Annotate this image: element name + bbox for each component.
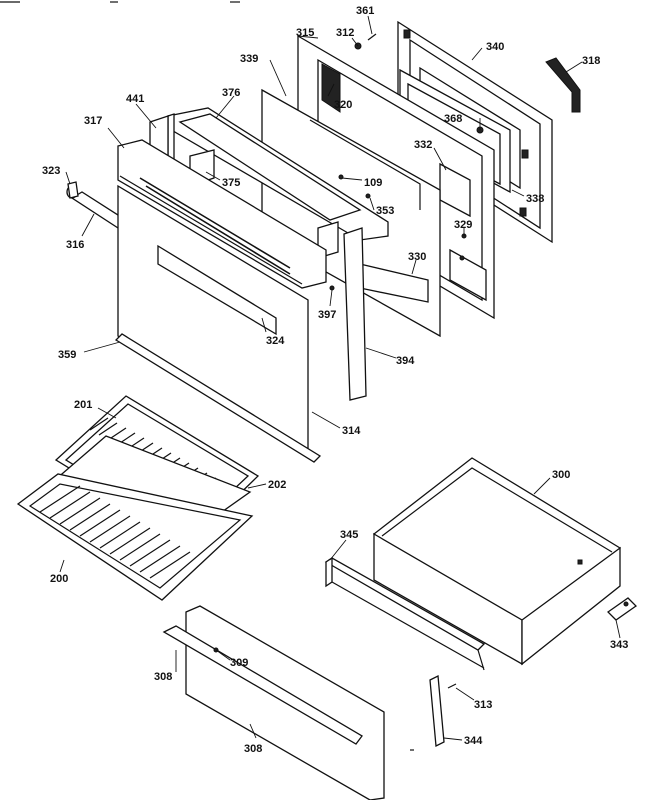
rack-bar: [109, 527, 151, 555]
label-376: 376: [222, 87, 240, 99]
label-343: 343: [610, 639, 628, 651]
oven-rack-200: [16, 473, 254, 601]
label-359: 359: [58, 349, 76, 361]
rack-bar: [49, 491, 91, 519]
label-441: 441: [126, 93, 144, 105]
label-339: 339: [240, 53, 258, 65]
label-313: 313: [474, 699, 492, 711]
label-344: 344: [464, 735, 483, 747]
label-320: 320: [334, 99, 352, 111]
label-308-bottom: 308: [244, 743, 262, 755]
label-345: 345: [340, 529, 358, 541]
rack-bar: [39, 485, 81, 513]
rack-bar: [139, 545, 181, 573]
label-317: 317: [84, 115, 102, 127]
label-300: 300: [552, 469, 570, 481]
rack-bar: [69, 503, 111, 531]
oven-door-314: [114, 184, 322, 463]
label-315: 315: [296, 27, 314, 39]
side-trim-394: [343, 227, 367, 401]
bracket-343: [606, 597, 638, 621]
label-323: 323: [42, 165, 60, 177]
label-201: 201: [74, 399, 92, 411]
part-labels: 361 312 315 340 318 339 320 376 441 317 …: [42, 5, 628, 755]
label-316: 316: [66, 239, 84, 251]
label-375: 375: [222, 177, 240, 189]
rack-bar: [129, 539, 171, 567]
label-200: 200: [50, 573, 68, 585]
leader-lines: [59, 15, 621, 741]
slide-bracket-344: [429, 674, 457, 748]
label-314: 314: [342, 425, 361, 437]
drawer-front-308: [162, 605, 385, 800]
label-397: 397: [318, 309, 336, 321]
label-309: 309: [230, 657, 248, 669]
storage-drawer-300: [372, 457, 621, 666]
label-308-top: 308: [154, 671, 172, 683]
label-202: 202: [268, 479, 286, 491]
label-353: 353: [376, 205, 394, 217]
scan-marks: [0, 1, 414, 751]
label-332: 332: [414, 139, 432, 151]
broiler-slot: [89, 417, 109, 431]
label-109: 109: [364, 177, 382, 189]
control-panel-317: [117, 139, 327, 289]
label-368: 368: [444, 113, 462, 125]
rack-bar: [149, 551, 191, 579]
rack-bar: [79, 509, 121, 537]
label-312: 312: [336, 27, 354, 39]
label-324: 324: [266, 335, 285, 347]
label-330: 330: [408, 251, 426, 263]
rack-bar: [119, 533, 161, 561]
rack-bar: [89, 515, 131, 543]
label-338: 338: [526, 193, 544, 205]
label-394: 394: [396, 355, 415, 367]
rack-bar: [99, 521, 141, 549]
rack-bar: [59, 497, 101, 525]
label-329: 329: [454, 219, 472, 231]
broiler-slot: [98, 422, 118, 436]
label-318: 318: [582, 55, 600, 67]
label-361: 361: [356, 5, 374, 17]
label-340: 340: [486, 41, 504, 53]
